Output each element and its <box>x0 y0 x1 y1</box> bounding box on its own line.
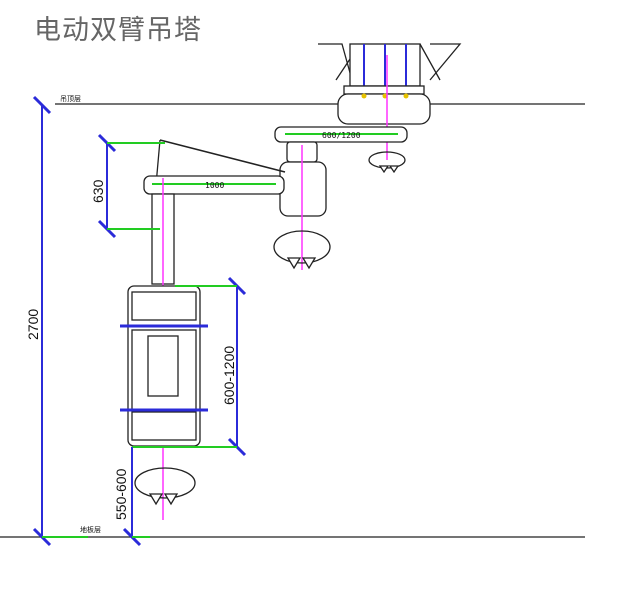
dim-floor-clearance <box>122 447 150 547</box>
dim-pendant-range <box>132 276 247 457</box>
dim-total-text: 2700 <box>25 309 41 340</box>
dim-total <box>32 95 88 547</box>
bottom-rotation-icon <box>134 467 196 506</box>
dim-arm-text: 630 <box>90 179 106 203</box>
diagram-title: 电动双臂吊塔 <box>34 15 202 46</box>
ceiling-label: 吊顶层 <box>60 95 81 103</box>
floor-label: 地板层 <box>80 525 101 534</box>
dim-arm-height <box>97 133 165 239</box>
dim-pendant-text: 600-1200 <box>221 346 237 405</box>
lower-arm-label: 1000 <box>205 181 224 190</box>
pendant-body <box>120 285 208 447</box>
dim-floor-text: 550-600 <box>113 468 129 520</box>
ceiling-mount <box>318 43 462 125</box>
joint-rotation-icon <box>273 230 331 270</box>
joint-housing <box>279 161 327 217</box>
lower-arm <box>143 139 286 285</box>
upper-rotation-icon <box>368 151 406 174</box>
upper-arm-label: 600/1200 <box>322 131 361 140</box>
